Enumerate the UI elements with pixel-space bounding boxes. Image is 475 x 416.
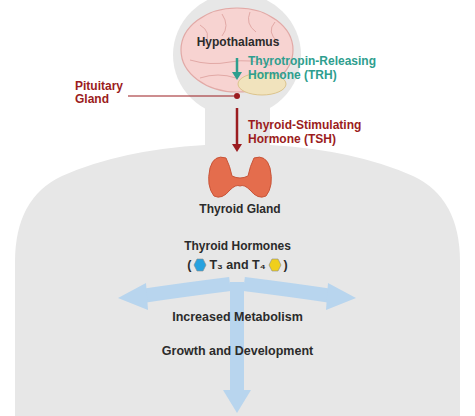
arrow-shaft (236, 108, 239, 145)
node-label: Pituitary Gland (75, 80, 137, 106)
node-label: ( (187, 259, 191, 272)
hormone-molecule-shape (269, 259, 281, 271)
node-label: Thyroid Gland (199, 203, 280, 216)
hormone-molecule-icon (193, 258, 207, 272)
hormone-label: Thyroid-Stimulating Hormone (TSH) (248, 118, 383, 146)
hormone-row: ( T₃ and T₄) (187, 258, 288, 272)
hormone-molecule-icon (268, 258, 282, 272)
arrow-head (232, 72, 242, 80)
hormone-signal-arrow (232, 108, 242, 152)
pituitary-dot (234, 93, 240, 99)
thyroid-gland-shape (209, 157, 272, 197)
node-label: Hypothalamus (197, 36, 280, 49)
hormone-signal-arrow (232, 58, 242, 80)
node-label: ) (284, 259, 288, 272)
hormone-molecule-shape (194, 259, 206, 271)
thyroid-gland: Thyroid Gland (190, 152, 290, 216)
effect-label: Increased Metabolism (0, 310, 475, 324)
thyroid-hormones: Thyroid Hormones ( T₃ and T₄) (140, 240, 335, 280)
arrow-shaft (236, 58, 239, 73)
effect-label: Growth and Development (0, 344, 475, 358)
hormone-label: Thyrotropin-Releasing Hormone (TRH) (248, 54, 383, 82)
body-silhouette (15, 105, 460, 416)
pituitary-leader-line (128, 95, 234, 96)
pituitary-gland: Pituitary Gland (70, 80, 242, 108)
arrow-head (232, 144, 242, 152)
node-label: Thyroid Hormones (184, 240, 291, 253)
node-label: T₃ and T₄ (209, 259, 265, 272)
